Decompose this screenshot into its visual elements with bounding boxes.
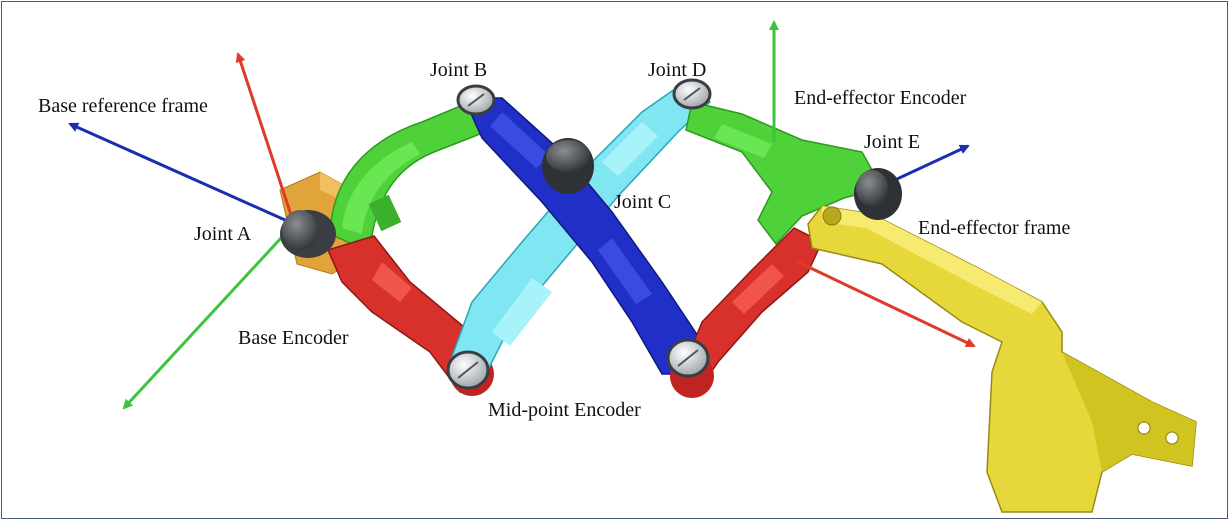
mid-point-encoder-right-pin <box>666 338 710 378</box>
base-frame-x-axis <box>235 52 296 225</box>
joint-d-pin <box>672 78 712 110</box>
label-base-encoder: Base Encoder <box>238 327 349 349</box>
base-frame-z-axis <box>68 122 295 226</box>
label-joint-d: Joint D <box>648 59 706 81</box>
mid-point-encoder-left-pin <box>446 350 490 390</box>
label-joint-b: Joint B <box>430 59 487 81</box>
label-mid-point-encoder: Mid-point Encoder <box>488 399 641 421</box>
end-effector-x-axis <box>797 260 976 348</box>
base-reference-frame-axes <box>68 52 296 410</box>
joint-c-encoder <box>542 138 594 194</box>
green-link-right <box>685 101 884 246</box>
label-end-effector-frame: End-effector frame <box>918 217 1070 239</box>
end-effector-body <box>807 205 1197 513</box>
label-joint-e: Joint E <box>864 131 920 153</box>
joint-a-encoder <box>280 210 336 258</box>
joint-b-pin <box>456 84 496 116</box>
label-joint-a: Joint A <box>194 223 252 245</box>
green-link-left <box>329 100 481 254</box>
label-base-reference-frame: Base reference frame <box>38 95 208 117</box>
base-frame-y-axis <box>122 222 296 410</box>
label-joint-c: Joint C <box>614 191 671 213</box>
end-effector-frame-axes <box>797 260 976 348</box>
label-end-effector-encoder: End-effector Encoder <box>794 87 967 109</box>
joint-e-encoder <box>854 168 902 220</box>
